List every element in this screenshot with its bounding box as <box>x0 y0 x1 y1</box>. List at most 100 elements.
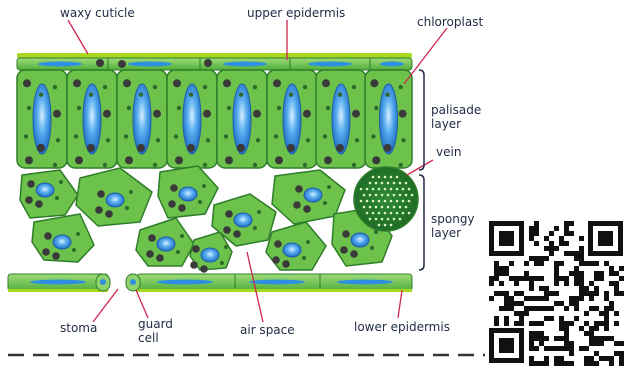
chloroplast <box>192 245 200 253</box>
nucleus <box>283 243 301 257</box>
label-stoma: stoma <box>60 321 97 335</box>
chloroplast <box>73 79 81 87</box>
chloroplast <box>287 144 295 152</box>
chloroplast <box>27 180 35 188</box>
vein <box>354 167 418 231</box>
label-chloroplast: chloroplast <box>417 15 483 29</box>
label-air-space: air space <box>240 323 295 337</box>
chloroplast <box>282 260 290 268</box>
chloroplast <box>105 210 113 218</box>
palisade-cell <box>117 70 167 168</box>
chloroplast <box>87 144 95 152</box>
chloroplast <box>274 240 282 248</box>
spongy-cell <box>20 170 78 218</box>
chloroplast <box>223 226 231 234</box>
chloroplast <box>303 205 311 213</box>
chloroplast <box>336 144 344 152</box>
chloroplast <box>399 110 407 118</box>
label-palisade-layer: palisade layer <box>431 103 491 131</box>
nucleus <box>351 233 369 247</box>
label-guard-cell: guard cell <box>138 317 188 345</box>
nucleus <box>106 193 124 207</box>
pointer-lower-epidermis <box>398 290 402 318</box>
chloroplast <box>384 144 392 152</box>
label-lower-epidermis: lower epidermis <box>354 320 450 334</box>
chloroplast <box>352 110 360 118</box>
chloroplast <box>168 200 176 208</box>
chloroplast <box>225 156 233 164</box>
nucleus <box>304 188 322 202</box>
chloroplast <box>253 110 261 118</box>
nucleus <box>179 187 197 201</box>
label-waxy-cuticle: waxy cuticle <box>60 6 135 20</box>
chloroplast <box>125 156 133 164</box>
chloroplast <box>303 110 311 118</box>
chloroplast <box>322 79 330 87</box>
chloroplast <box>173 79 181 87</box>
qr-code-icon <box>485 217 627 367</box>
chloroplast <box>370 79 378 87</box>
chloroplast <box>273 79 281 87</box>
bracket-spongy <box>419 175 424 270</box>
chloroplast <box>237 144 245 152</box>
spongy-cell <box>32 214 94 262</box>
chloroplast <box>203 110 211 118</box>
label-spongy-layer: spongy layer <box>431 212 481 240</box>
chloroplast <box>272 256 280 264</box>
chloroplast <box>97 190 105 198</box>
chloroplast <box>275 156 283 164</box>
chloroplast <box>342 230 350 238</box>
chloroplast <box>123 79 131 87</box>
nucleus <box>157 237 175 251</box>
pointer-stoma <box>93 289 118 322</box>
chloroplast <box>37 144 45 152</box>
chloroplast <box>295 185 303 193</box>
chloroplast <box>25 156 33 164</box>
palisade-cell <box>17 70 67 168</box>
chloroplast <box>153 110 161 118</box>
palisade-cell <box>167 70 217 168</box>
waxy-cuticle <box>17 53 412 58</box>
upper-epidermis <box>17 58 412 70</box>
chloroplast <box>103 110 111 118</box>
chloroplast <box>225 210 233 218</box>
lower-epidermis <box>8 274 412 292</box>
palisade-cell <box>67 70 117 168</box>
spongy-cell <box>158 166 218 218</box>
palisade-cell <box>217 70 267 168</box>
pointer-guard-cell <box>136 290 148 318</box>
nucleus <box>53 235 71 249</box>
chloroplast <box>25 196 33 204</box>
palisade-cell <box>365 70 412 168</box>
chloroplast <box>137 144 145 152</box>
chloroplast <box>350 250 358 258</box>
chloroplast <box>75 156 83 164</box>
chloroplast <box>170 184 178 192</box>
chloroplast <box>175 156 183 164</box>
nucleus <box>234 213 252 227</box>
chloroplast <box>156 254 164 262</box>
chloroplast <box>293 201 301 209</box>
chloroplast <box>52 252 60 260</box>
chloroplast <box>23 79 31 87</box>
chloroplast <box>190 261 198 269</box>
chloroplast <box>53 110 61 118</box>
nucleus <box>36 183 54 197</box>
chloroplast <box>148 234 156 242</box>
chloroplast <box>200 265 208 273</box>
chloroplast <box>324 156 332 164</box>
chloroplast <box>146 250 154 258</box>
chloroplast <box>187 144 195 152</box>
spongy-cell <box>136 218 194 266</box>
pointer-waxy-cuticle <box>68 20 88 54</box>
palisade-cell <box>316 70 366 168</box>
chloroplast <box>223 79 231 87</box>
palisade-cell <box>267 70 317 168</box>
nucleus <box>201 248 219 262</box>
chloroplast <box>95 206 103 214</box>
guard-cells <box>96 274 140 291</box>
spongy-cell <box>76 168 152 226</box>
bracket-palisade <box>419 70 424 170</box>
label-upper-epidermis: upper epidermis <box>247 6 345 20</box>
spongy-layer <box>20 166 392 273</box>
